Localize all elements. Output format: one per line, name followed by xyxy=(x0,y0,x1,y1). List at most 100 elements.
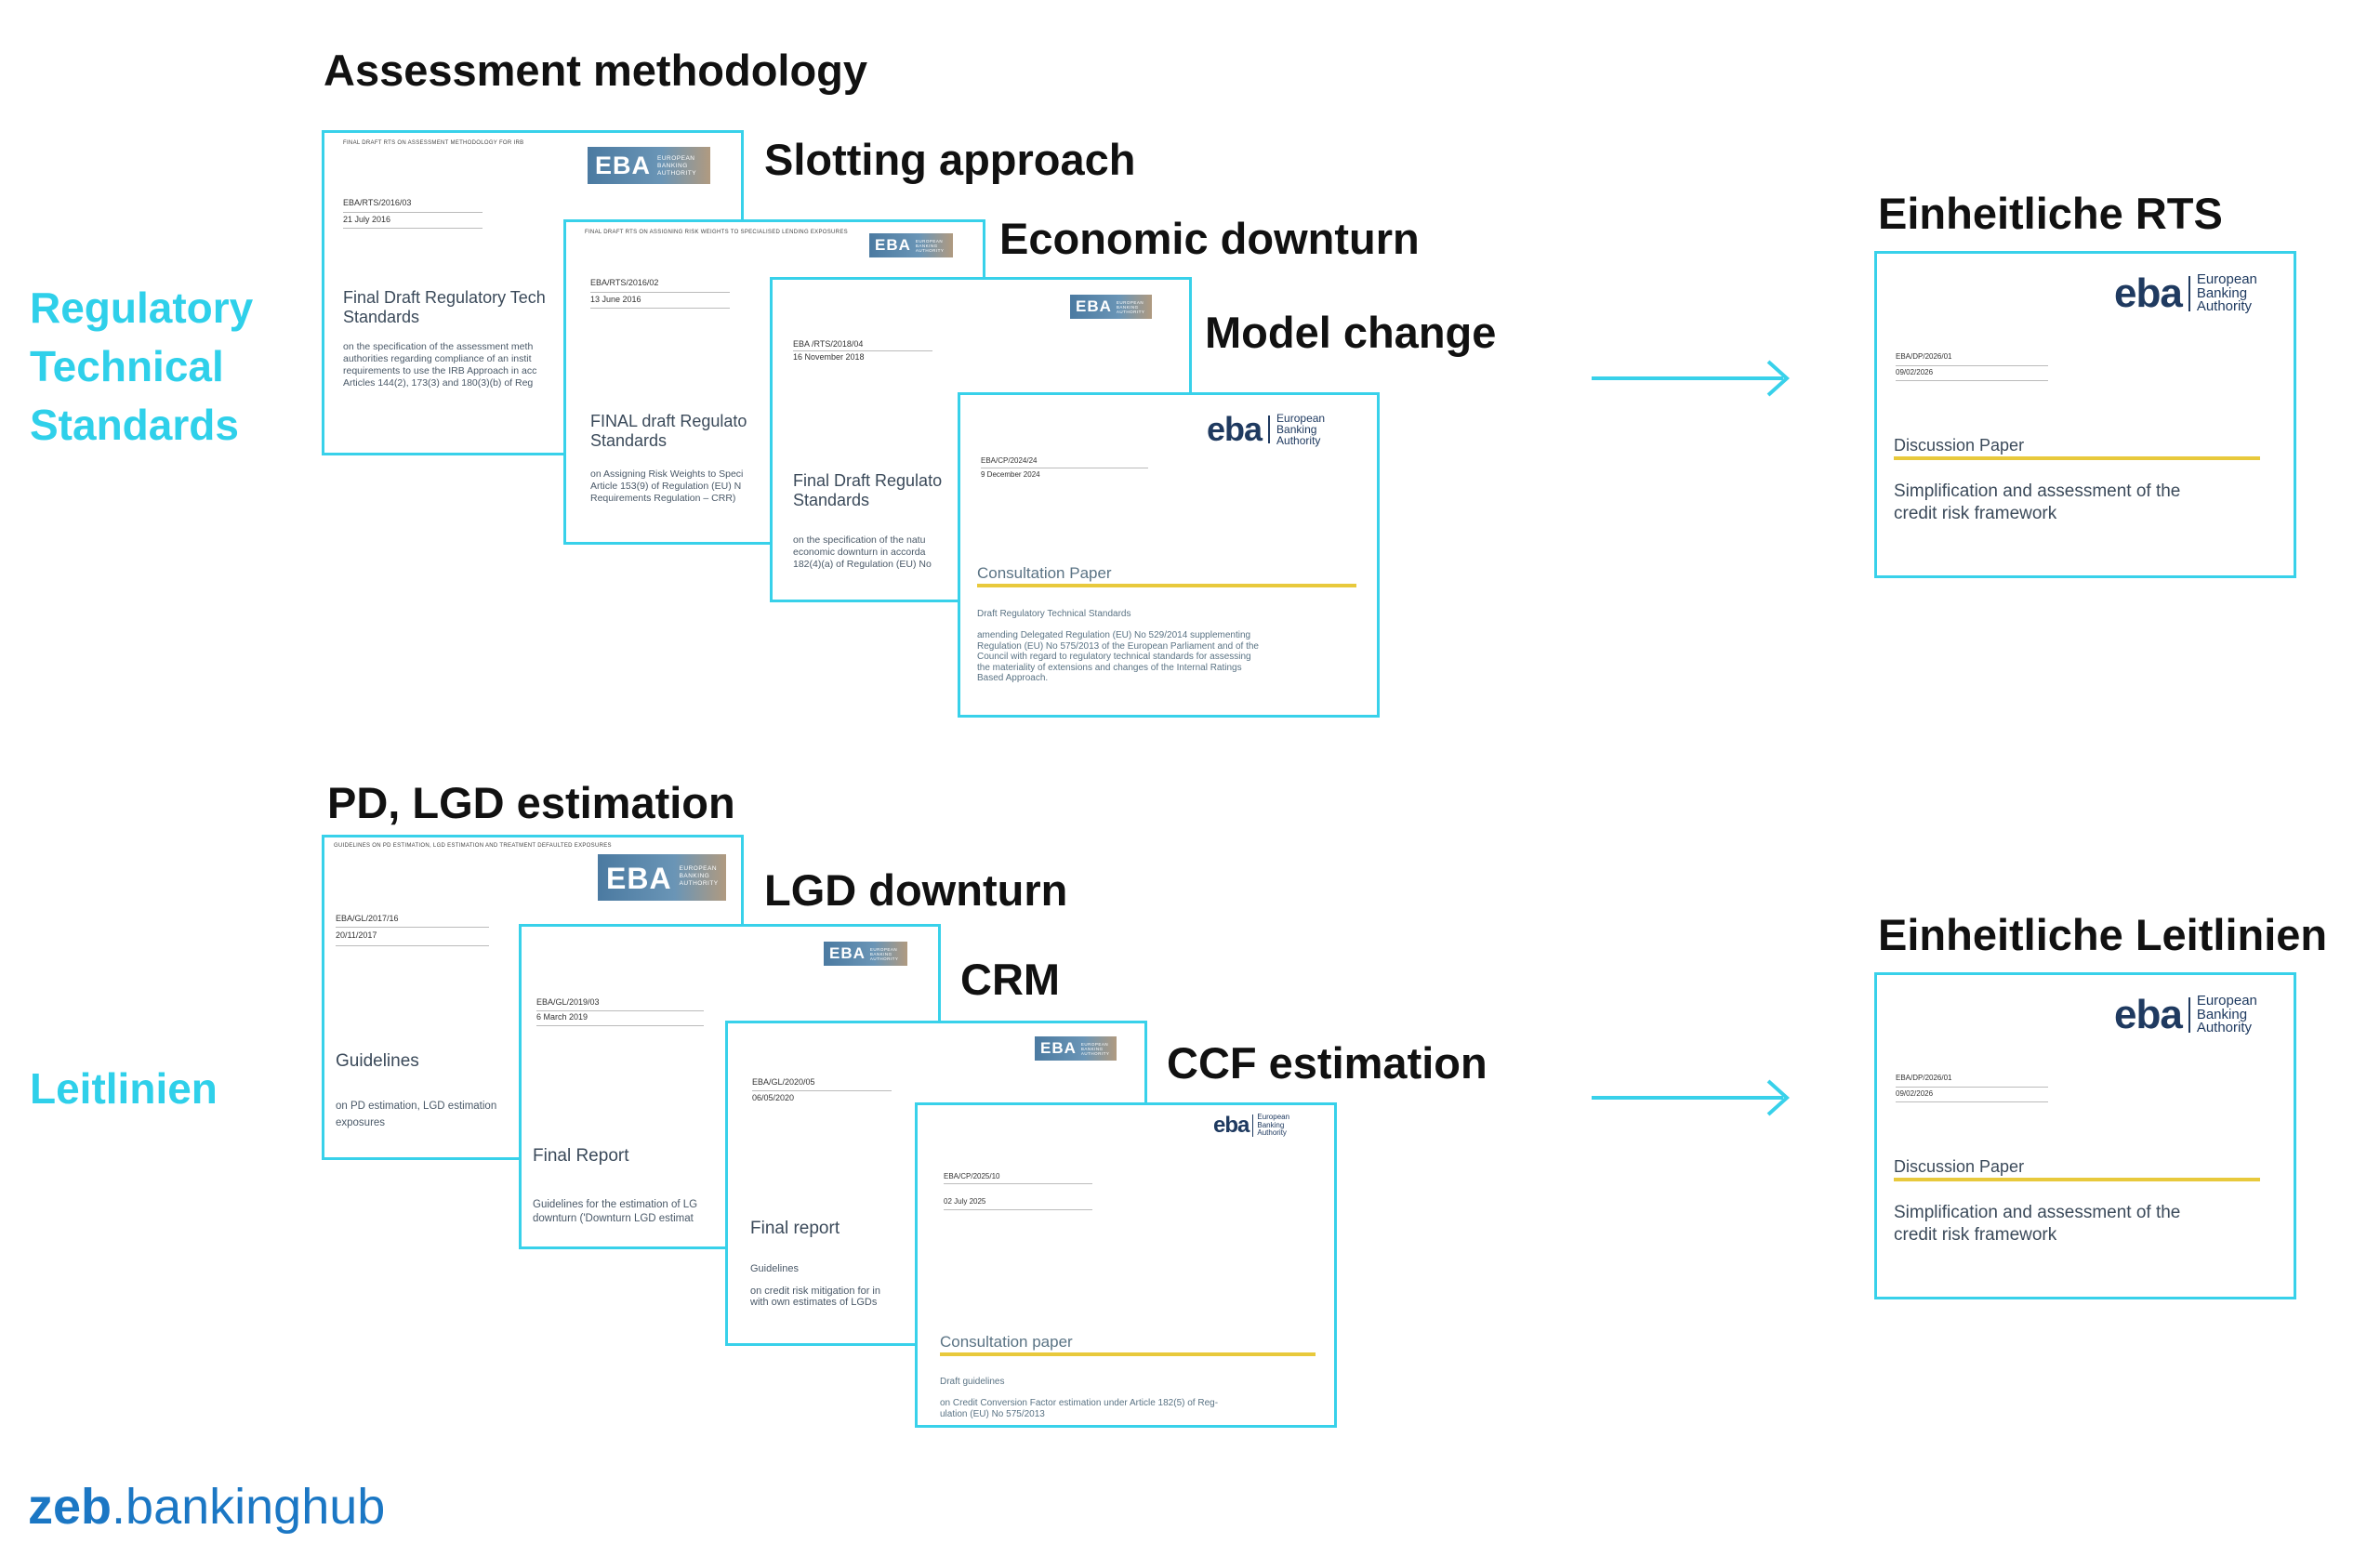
divider xyxy=(752,1090,892,1091)
doc-date: 20/11/2017 xyxy=(336,930,377,940)
doc-date: 06/05/2020 xyxy=(752,1093,795,1102)
doc-title-text: Guidelines xyxy=(336,1051,419,1071)
title-einheitliche-rts: Einheitliche RTS xyxy=(1878,189,2223,238)
divider xyxy=(944,1183,1092,1184)
title-crm: CRM xyxy=(960,955,1061,1004)
title-assessment-methodology: Assessment methodology xyxy=(324,46,868,95)
eba-logo-text: EBA xyxy=(595,152,652,179)
doc-reference: EBA/GL/2017/16 xyxy=(336,914,399,923)
brand-rest: .bankinghub xyxy=(112,1479,386,1535)
title-ccf-estimation: CCF estimation xyxy=(1167,1038,1488,1088)
doc-title-text: Consultation paper xyxy=(940,1333,1073,1351)
section-label-guidelines: Leitlinien xyxy=(30,1064,218,1113)
doc-reference: EBA/RTS/2016/03 xyxy=(343,198,412,207)
doc-date: 09/02/2026 xyxy=(1896,1089,1934,1098)
doc-date: 21 July 2016 xyxy=(343,215,391,224)
divider xyxy=(336,927,489,928)
doc-title-text: Final report xyxy=(750,1219,840,1238)
eba-logo-text: eba xyxy=(1213,1113,1250,1138)
eba-logo-text: EBA xyxy=(875,236,911,254)
doc-date: 6 March 2019 xyxy=(536,1012,588,1022)
logo-separator xyxy=(1252,1114,1254,1137)
doc-body-text: on the specification of the assessment m… xyxy=(343,341,537,389)
yellow-underline xyxy=(977,584,1356,587)
doc-reference: EBA/DP/2026/01 xyxy=(1896,352,1952,361)
title-einheitliche-leitlinien: Einheitliche Leitlinien xyxy=(1878,910,2328,959)
doc-date: 02 July 2025 xyxy=(944,1197,986,1206)
divider xyxy=(336,945,489,946)
logo-separator xyxy=(2188,997,2190,1033)
doc-date: 9 December 2024 xyxy=(981,470,1040,479)
doc-reference: EBA/GL/2020/05 xyxy=(752,1077,815,1087)
logo-separator xyxy=(2188,276,2190,311)
eba-logo-text: eba xyxy=(2114,992,2183,1037)
doc-date: 13 June 2016 xyxy=(590,295,641,304)
arrow-right-icon xyxy=(1592,360,1790,397)
logo-separator xyxy=(1268,415,1271,443)
eba-logo-text: EBA xyxy=(1076,297,1112,315)
doc-body-text: Draft Regulatory Technical Standards ame… xyxy=(977,609,1259,683)
divider xyxy=(590,308,730,309)
rts-label-line-2: Technical xyxy=(30,342,224,390)
yellow-underline xyxy=(940,1352,1316,1356)
title-slotting-approach: Slotting approach xyxy=(764,135,1136,184)
doc-reference: EBA /RTS/2018/04 xyxy=(793,339,864,349)
doc-title-text: Final Report xyxy=(533,1146,629,1166)
divider xyxy=(1896,380,2048,381)
doc-date: 09/02/2026 xyxy=(1896,368,1934,376)
divider xyxy=(1896,365,2048,366)
doc-body-text: Draft guidelines on Credit Conversion Fa… xyxy=(940,1377,1219,1419)
divider xyxy=(590,292,730,293)
divider xyxy=(944,1209,1092,1210)
arrow-right-icon xyxy=(1592,1079,1790,1116)
eba-logo-text: EBA xyxy=(829,944,866,962)
eba-logo-text: eba xyxy=(1207,410,1263,448)
doc-reference: EBA/CP/2025/10 xyxy=(944,1172,1000,1180)
eba-logo-text: eba xyxy=(2114,270,2183,316)
divider xyxy=(1896,1087,2048,1088)
doc-title-text: Consultation Paper xyxy=(977,564,1112,582)
zeb-bankinghub-logo: zeb.bankinghub xyxy=(28,1478,385,1536)
title-lgd-downturn: LGD downturn xyxy=(764,865,1068,915)
doc-date: 16 November 2018 xyxy=(793,352,865,362)
doc-title-text: Discussion Paper xyxy=(1894,1157,2025,1176)
eba-logo-text: EBA xyxy=(606,862,672,895)
doc-body-text: Guidelines on credit risk mitigation for… xyxy=(750,1263,880,1308)
brand-bold: zeb xyxy=(28,1479,112,1535)
divider xyxy=(536,1010,704,1011)
title-model-change: Model change xyxy=(1205,308,1497,357)
doc-header: FINAL DRAFT RTS ON ASSESSMENT METHODOLOG… xyxy=(343,140,524,146)
title-economic-downturn: Economic downturn xyxy=(999,214,1420,263)
